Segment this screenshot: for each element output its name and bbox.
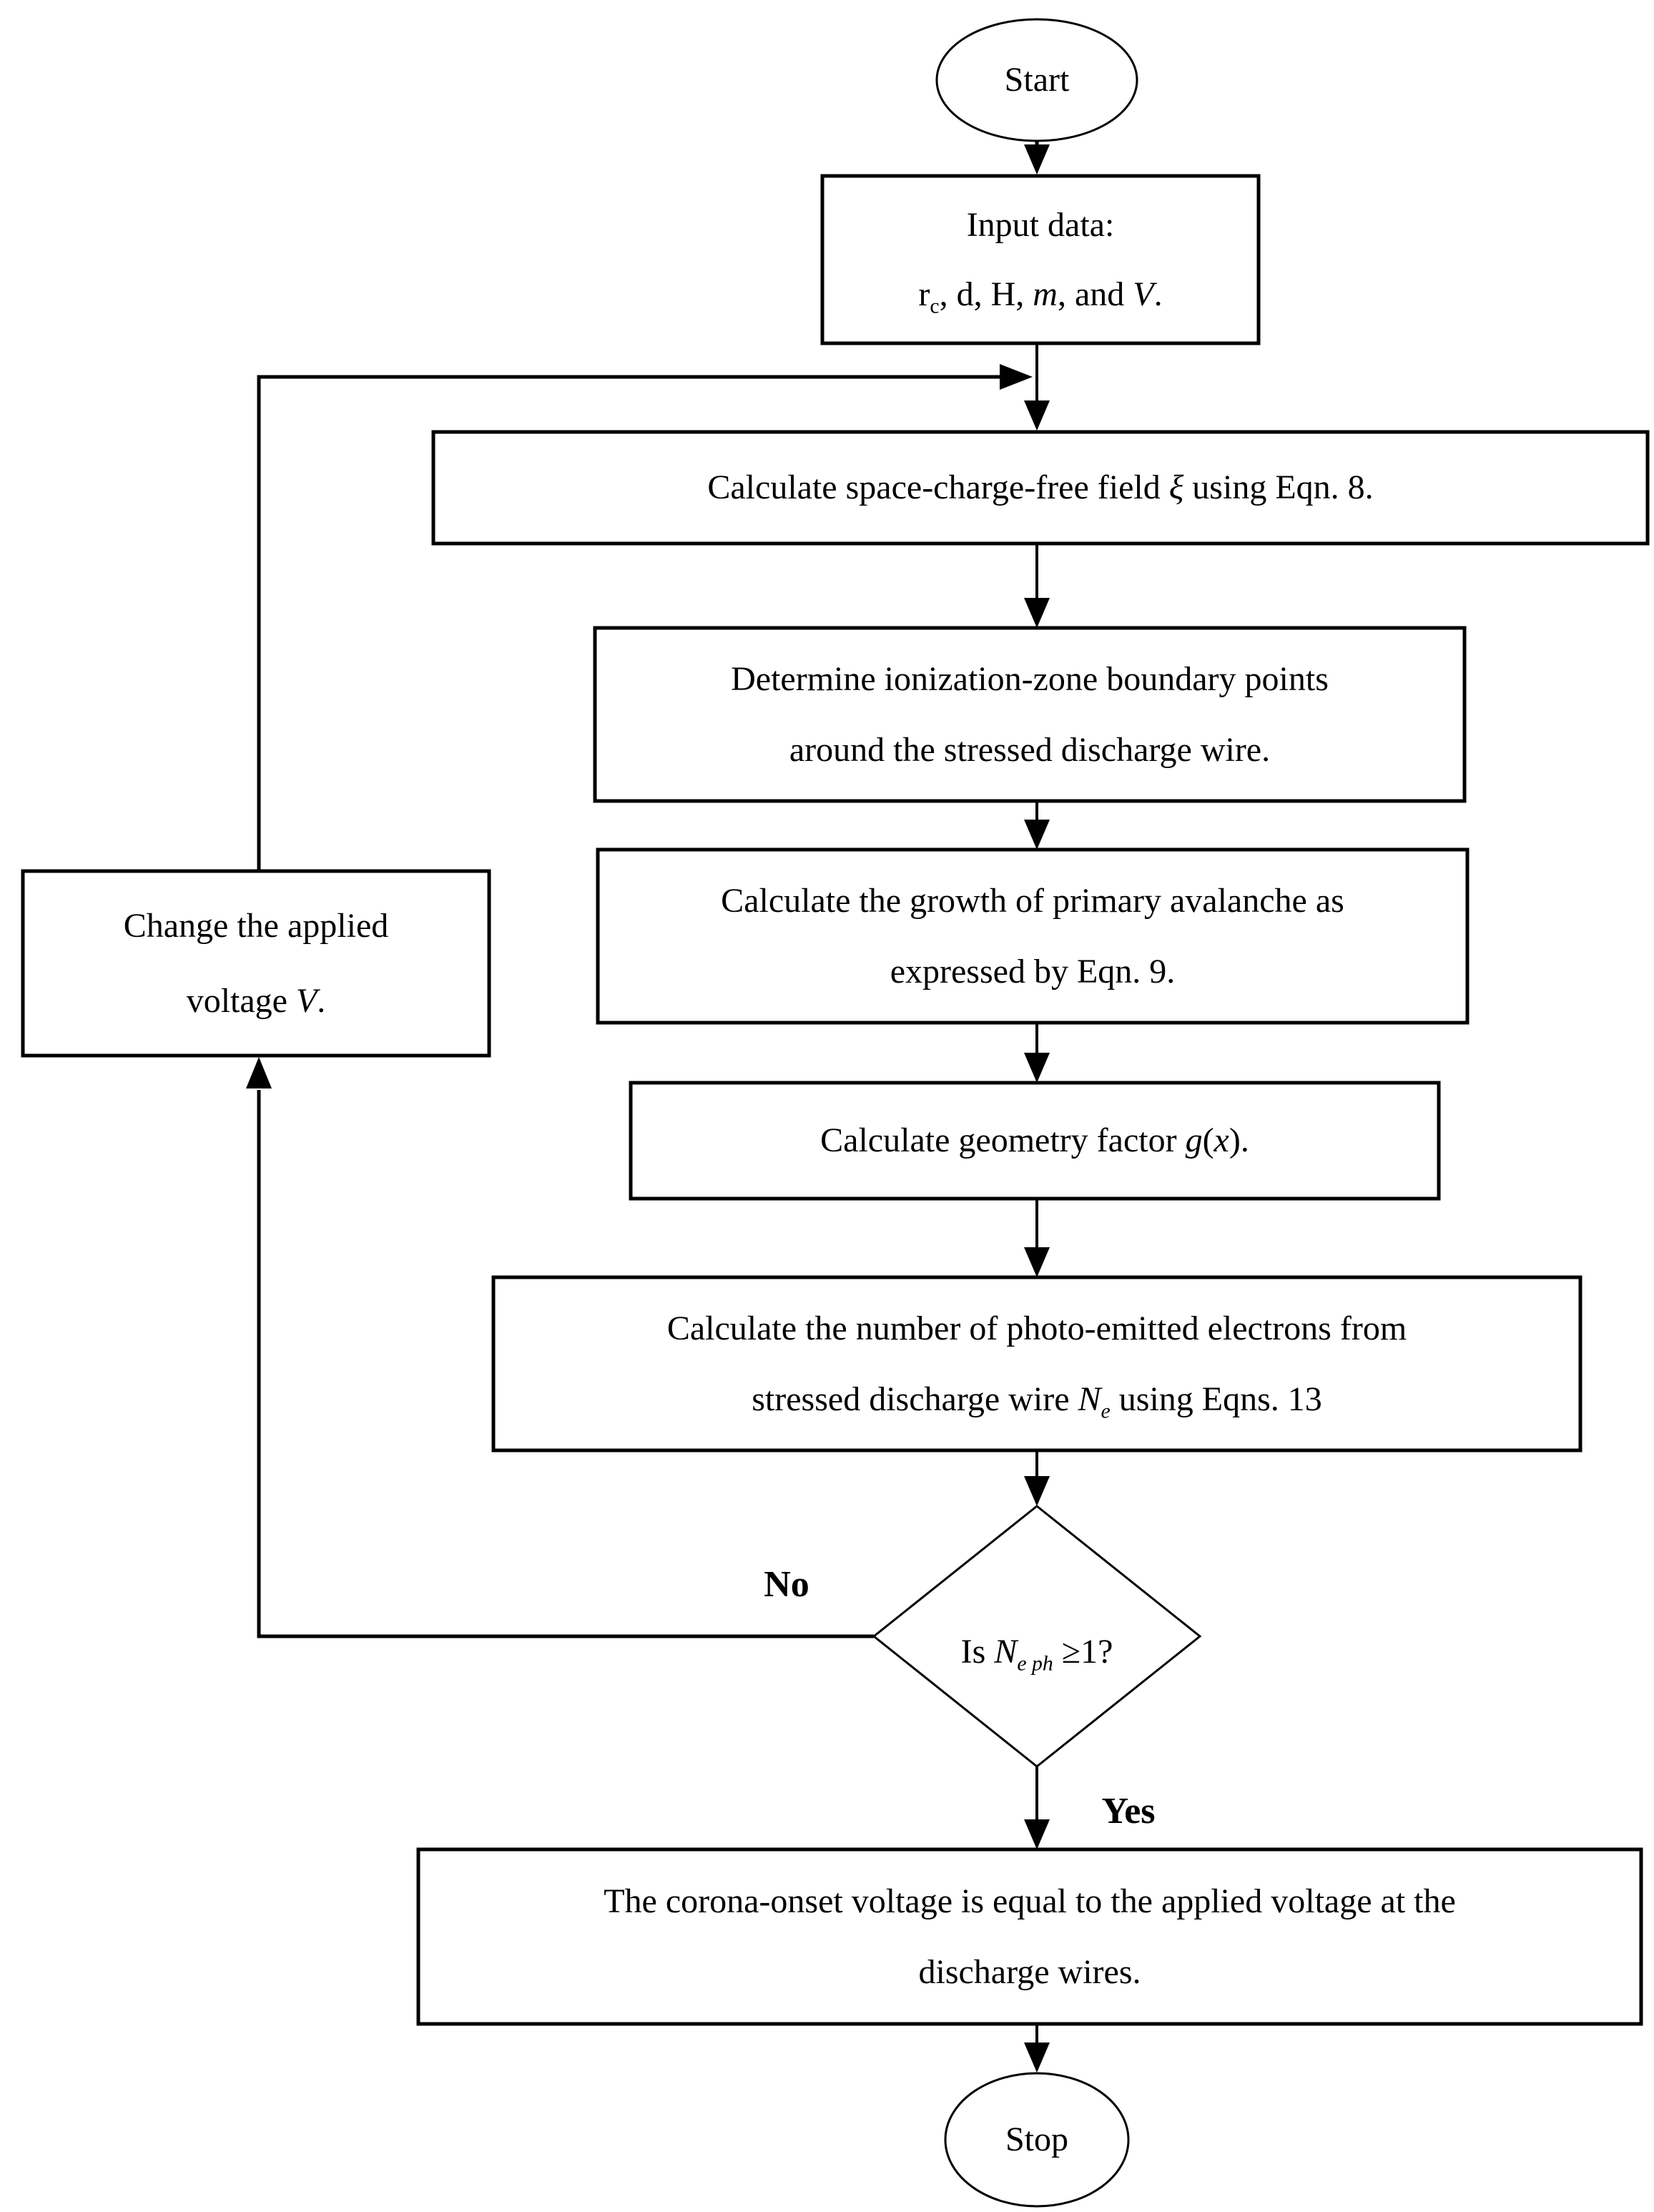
calcfield-to-ionization-arrow	[1024, 544, 1050, 628]
arrowhead-down-icon	[1024, 1053, 1050, 1083]
arrowhead-down-icon	[1024, 1247, 1050, 1277]
arrowhead-down-icon	[1024, 2043, 1050, 2073]
loop-return-line	[257, 364, 1033, 871]
ionization-box	[593, 626, 1467, 803]
arrowhead-down-icon	[1024, 598, 1050, 628]
stop-ellipse	[944, 2072, 1130, 2208]
arrowhead-down-icon	[1024, 1476, 1050, 1506]
no-branch-line	[246, 1057, 874, 1638]
arrowhead-down-icon	[1024, 144, 1050, 174]
avalanche-box	[596, 847, 1470, 1025]
corona-to-stop-arrow	[1024, 2024, 1050, 2073]
arrowhead-down-icon	[1024, 400, 1050, 431]
yes-branch-arrow	[1024, 1766, 1050, 1849]
corona-box	[416, 1847, 1643, 2026]
arrowhead-right-icon	[1000, 364, 1033, 390]
decision-diamond	[872, 1505, 1202, 1768]
start-to-input-arrow	[1024, 141, 1050, 174]
geometry-to-photo-arrow	[1024, 1199, 1050, 1277]
arrowhead-down-icon	[1024, 1819, 1050, 1849]
start-ellipse	[935, 18, 1138, 142]
photo-to-decision-arrow	[1024, 1450, 1050, 1506]
photo-electrons-box	[491, 1275, 1582, 1452]
input-to-calcfield-arrow	[1024, 343, 1050, 431]
geometry-box	[629, 1081, 1441, 1201]
arrowhead-up-icon	[246, 1057, 272, 1088]
change-voltage-box	[21, 869, 491, 1058]
arrowhead-down-icon	[1024, 820, 1050, 850]
ionization-to-avalanche-arrow	[1024, 801, 1050, 850]
avalanche-to-geometry-arrow	[1024, 1023, 1050, 1083]
calc-field-box	[431, 430, 1650, 546]
input-box	[820, 174, 1261, 345]
